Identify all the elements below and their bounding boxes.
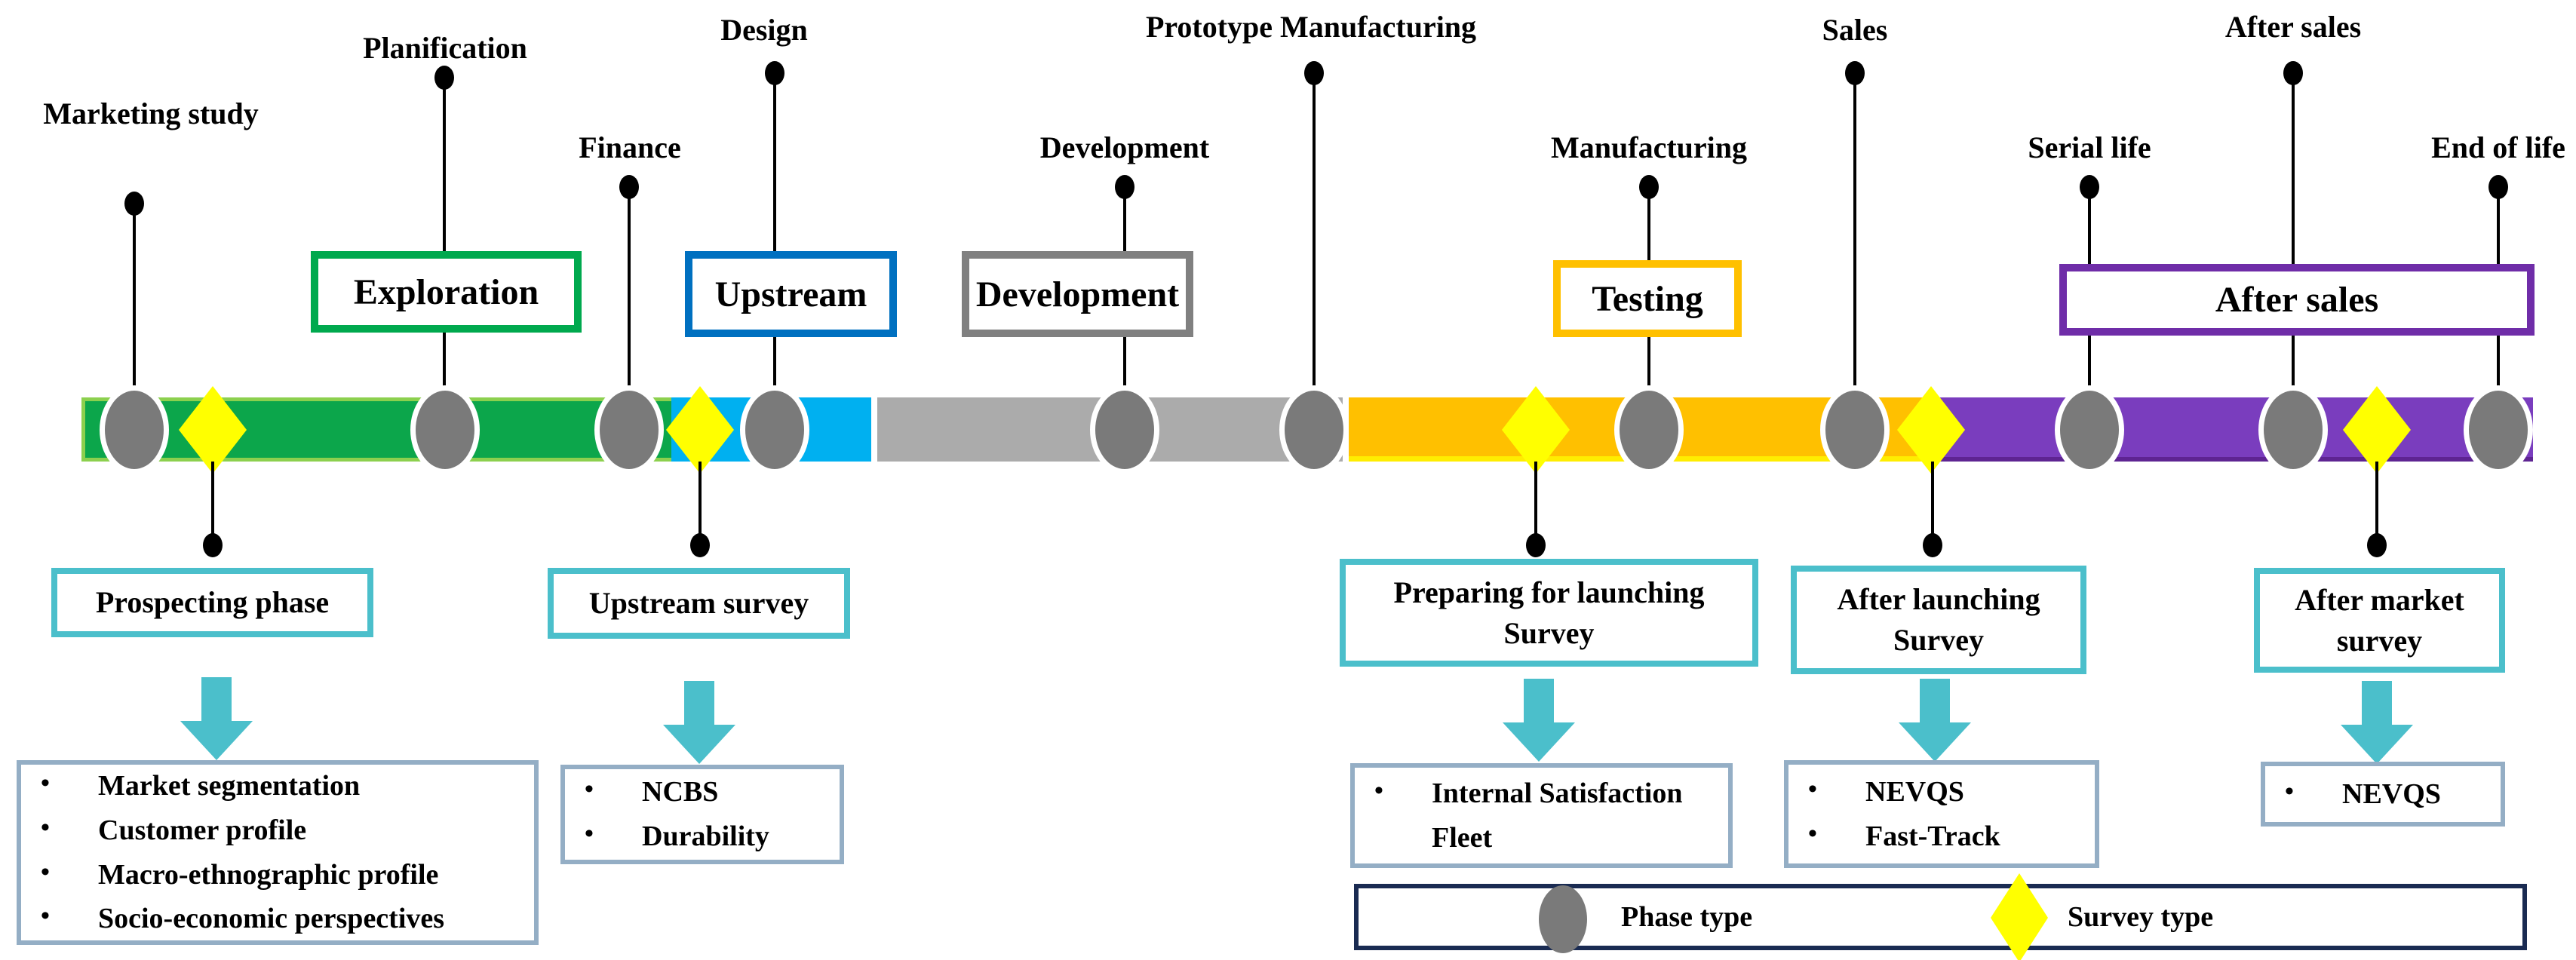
down-arrow-icon xyxy=(2341,681,2413,764)
phase-box-upstream: Upstream xyxy=(685,251,897,337)
connector-line xyxy=(1534,462,1537,545)
phase-box-development: Development xyxy=(962,251,1193,337)
connector-line xyxy=(443,78,446,397)
phase-marker-icon xyxy=(1614,385,1684,474)
survey-detail-list: Market segmentation Customer profile Mac… xyxy=(17,760,539,945)
connector-dot xyxy=(203,533,223,557)
connector-dot xyxy=(124,192,144,216)
milestone-label-sales: Sales xyxy=(1822,13,1888,47)
milestone-label-planification: Planification xyxy=(363,31,527,65)
list-item: Customer profile xyxy=(21,808,527,853)
connector-line xyxy=(698,462,702,545)
list-item: NEVQS xyxy=(1788,770,2087,814)
milestone-label-design: Design xyxy=(720,13,808,47)
phase-marker-icon xyxy=(1090,385,1159,474)
connector-line xyxy=(2292,73,2295,397)
connector-line xyxy=(628,187,631,397)
survey-box-upstream-survey: Upstream survey xyxy=(548,568,850,639)
list-item: Market segmentation xyxy=(21,764,527,808)
phase-marker-icon xyxy=(2055,385,2124,474)
list-item: NEVQS xyxy=(2265,772,2493,817)
connector-dot xyxy=(765,61,784,85)
connector-line xyxy=(1931,462,1934,545)
connector-dot xyxy=(1526,533,1546,557)
connector-line xyxy=(133,204,136,397)
survey-box-preparing-for-launching: Preparing for launching Survey xyxy=(1340,559,1758,667)
phase-marker-icon xyxy=(410,385,480,474)
milestone-label-manufacturing: Manufacturing xyxy=(1551,130,1747,164)
list-item: Internal Satisfaction Fleet xyxy=(1355,771,1721,860)
phase-box-testing: Testing xyxy=(1553,260,1742,337)
timeline-segment-after-sales xyxy=(1931,397,2533,462)
legend-survey-type: Survey type xyxy=(2068,901,2214,933)
connector-dot xyxy=(1115,175,1134,199)
phase-marker-icon xyxy=(100,385,169,474)
survey-detail-list: NEVQS xyxy=(2261,762,2505,827)
connector-line xyxy=(773,73,776,397)
connector-dot xyxy=(2488,175,2508,199)
connector-line xyxy=(1313,73,1316,397)
legend-phase-type: Phase type xyxy=(1621,901,1753,933)
legend: Phase type Survey type xyxy=(1354,873,2527,960)
milestone-label-after-sales: After sales xyxy=(2224,10,2362,44)
connector-line xyxy=(2375,462,2378,545)
connector-dot xyxy=(1304,61,1324,85)
connector-dot xyxy=(2367,533,2387,557)
list-item: NCBS xyxy=(565,770,832,814)
down-arrow-icon xyxy=(1899,679,1971,762)
phase-marker-icon xyxy=(1820,385,1890,474)
list-item: Fast-Track xyxy=(1788,814,2087,859)
survey-box-after-launching: After launching Survey xyxy=(1791,566,2086,674)
phase-box-after-sales: After sales xyxy=(2059,264,2535,336)
milestone-label-prototype-manufacturing: Prototype Manufacturing xyxy=(1145,10,1477,44)
connector-dot xyxy=(1845,61,1865,85)
connector-dot xyxy=(434,66,454,90)
milestone-label-finance: Finance xyxy=(579,130,681,164)
survey-detail-list: NCBS Durability xyxy=(560,765,844,864)
down-arrow-icon xyxy=(1503,679,1575,762)
connector-dot xyxy=(1639,175,1659,199)
survey-box-after-market: After market survey xyxy=(2254,568,2505,673)
connector-dot xyxy=(2080,175,2099,199)
phase-marker-icon xyxy=(2464,385,2533,474)
list-item: Socio-economic perspectives xyxy=(21,897,527,941)
connector-dot xyxy=(690,533,710,557)
connector-dot xyxy=(2283,61,2303,85)
survey-box-prospecting-phase: Prospecting phase xyxy=(51,568,373,637)
milestone-label-development: Development xyxy=(1039,130,1210,164)
phase-marker-icon xyxy=(740,385,809,474)
down-arrow-icon xyxy=(180,677,253,760)
phase-marker-icon xyxy=(1539,885,1587,953)
survey-detail-list: Internal Satisfaction Fleet xyxy=(1350,763,1733,868)
connector-line xyxy=(211,462,214,545)
connector-dot xyxy=(619,175,639,199)
phase-marker-icon xyxy=(1279,385,1349,474)
milestone-label-marketing-study: Marketing study xyxy=(43,97,259,130)
phase-marker-icon xyxy=(594,385,664,474)
phase-marker-icon xyxy=(2258,385,2328,474)
timeline-segment-exploration xyxy=(81,397,671,462)
milestone-label-end-of-life: End of life xyxy=(2431,130,2565,164)
phase-box-exploration: Exploration xyxy=(311,251,582,333)
milestone-label-serial-life: Serial life xyxy=(2028,130,2151,164)
connector-dot xyxy=(1923,533,1942,557)
list-item: Macro-ethnographic profile xyxy=(21,853,527,897)
survey-detail-list: NEVQS Fast-Track xyxy=(1784,760,2099,868)
down-arrow-icon xyxy=(663,681,735,764)
survey-marker-icon xyxy=(1991,873,2048,960)
connector-line xyxy=(1853,73,1856,397)
list-item: Durability xyxy=(565,814,832,859)
